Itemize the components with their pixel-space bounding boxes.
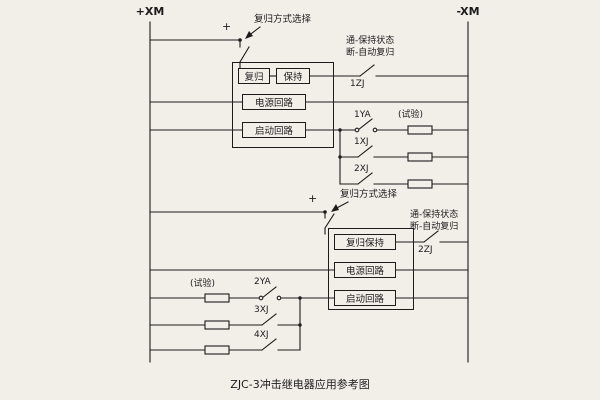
resistor-2ya (204, 293, 230, 303)
relay2-power-box: 电源回路 (334, 262, 396, 278)
relay2-outline (328, 228, 414, 310)
relay2-branch-2ya-label: 2YA (254, 277, 271, 287)
left-bus-label: +XM (135, 5, 165, 18)
relay2-resistors (204, 293, 230, 355)
resistor-1ya (407, 125, 433, 135)
relay1-branch-1ya-label: 1YA (354, 110, 371, 120)
resistor-4xj (204, 345, 230, 355)
relay2-resethold-box: 复归保持 (334, 234, 396, 250)
relay1-branch-2xj-label: 2XJ (354, 164, 369, 174)
relay2-branch-3xj-label: 3XJ (254, 305, 269, 315)
relay2-plus-sign: + (308, 192, 318, 205)
resistor-1xj (407, 152, 433, 162)
relay1-branch-1xj-label: 1XJ (354, 137, 369, 147)
relay1-plus-sign: + (222, 20, 232, 33)
relay1-resistors (407, 125, 433, 189)
resistor-3xj (204, 320, 230, 330)
relay1-branch-test-label: (试验) (398, 110, 424, 120)
relay2-selector-label: 复归方式选择 (340, 189, 398, 200)
relay2-start-box: 启动回路 (334, 290, 396, 306)
relay1-mode-on-label: 通-保持状态 (346, 36, 395, 46)
relay1-hold-box: 保持 (276, 68, 310, 84)
relay2-button-terminals (258, 295, 282, 301)
relay1-selector-label: 复归方式选择 (254, 14, 312, 25)
relay1-start-box: 启动回路 (242, 122, 306, 138)
resistor-2xj (407, 179, 433, 189)
selector-leader-arrows (245, 26, 349, 212)
relay2-branch-test-label: (试验) (190, 279, 216, 289)
relay2-branch-4xj-label: 4XJ (254, 330, 269, 340)
relay2-mode-off-label: 断-自动复归 (410, 222, 459, 232)
junction-dots (238, 38, 342, 327)
relay2-mode-on-label: 通-保持状态 (410, 210, 459, 220)
relay1-button-terminals (354, 127, 378, 133)
relay2-wiring (149, 211, 469, 351)
right-bus-label: -XM (456, 5, 480, 18)
relay2-output-contact-label: 2ZJ (418, 245, 433, 255)
relay1-output-contact-label: 1ZJ (350, 79, 365, 89)
relay1-outline (232, 62, 334, 148)
relay1-reset-box: 复归 (238, 68, 270, 84)
relay1-mode-off-label: 断-自动复归 (346, 48, 395, 58)
relay1-power-box: 电源回路 (242, 94, 306, 110)
diagram-caption: ZJC-3冲击继电器应用参考图 (230, 378, 370, 391)
